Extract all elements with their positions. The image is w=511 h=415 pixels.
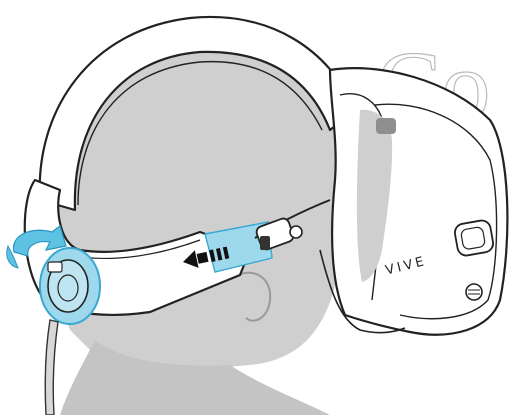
hinge-pin (290, 226, 302, 238)
headset-cable (45, 320, 58, 415)
dial-tab (48, 262, 62, 272)
hinge-clip (260, 236, 270, 250)
sensor-window (376, 118, 396, 134)
rear-dial (40, 248, 100, 324)
side-button (453, 219, 494, 257)
ipd-knob (466, 284, 482, 300)
